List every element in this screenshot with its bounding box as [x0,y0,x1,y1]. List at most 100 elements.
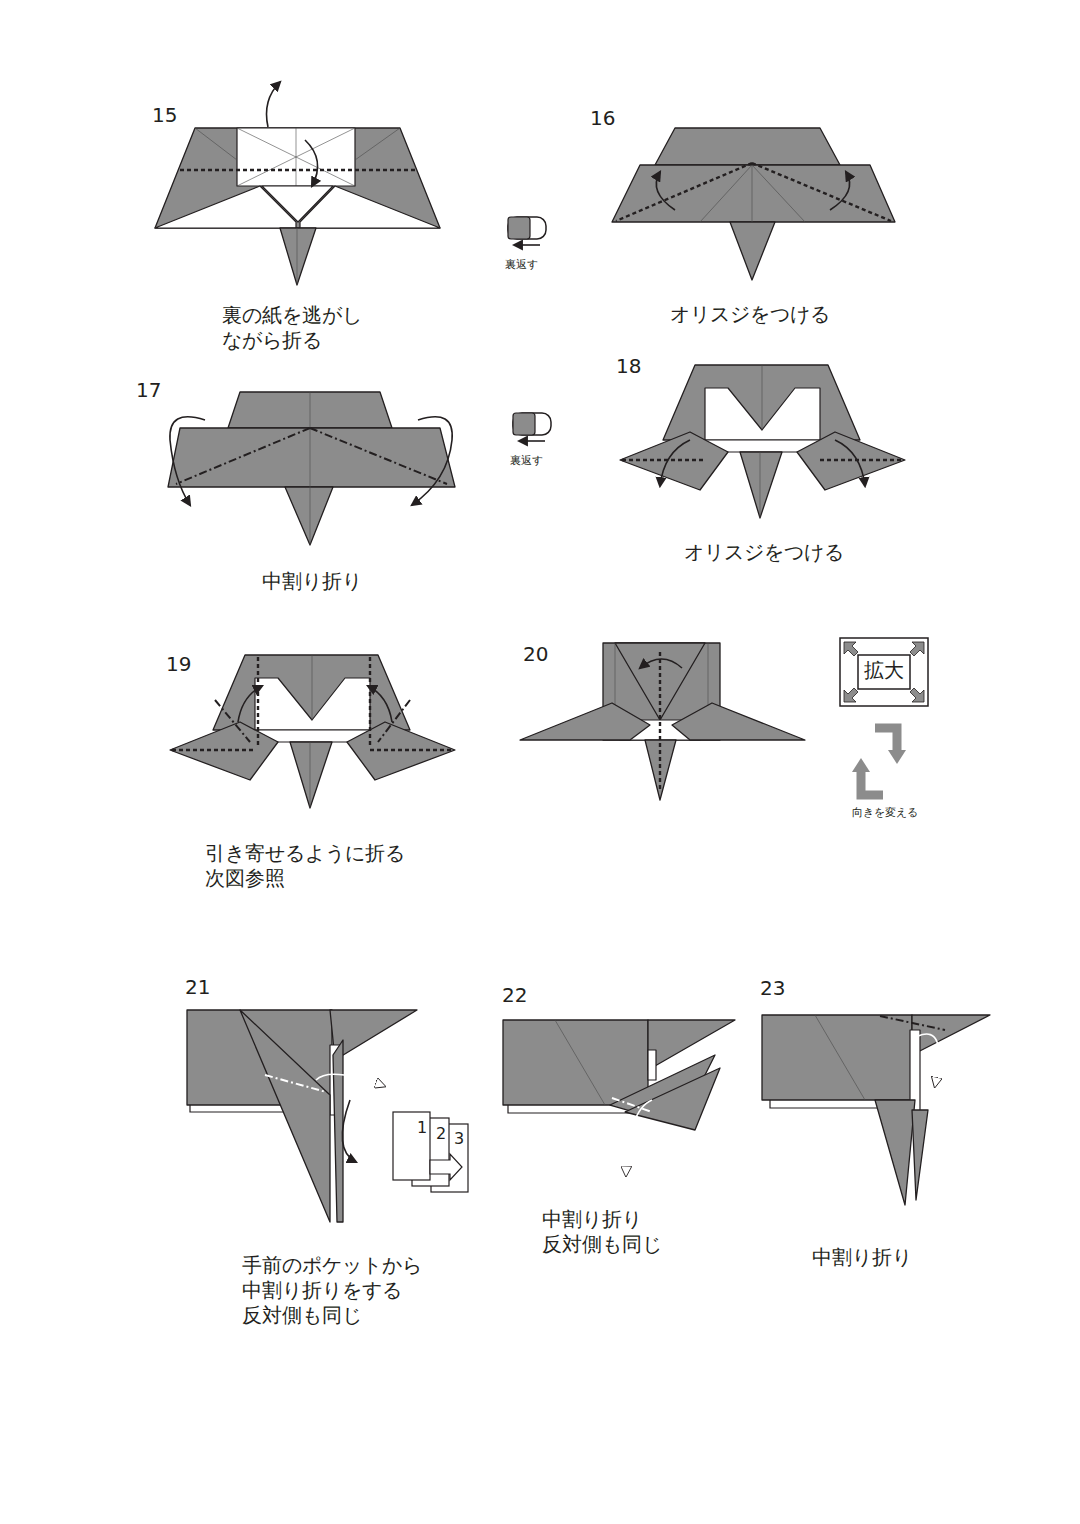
step-16-figure [612,128,895,280]
step-18-figure-part-part [762,365,763,430]
step-number: 21 [185,975,210,1000]
instruction-caption: 中割り折り [812,1245,912,1270]
instruction-caption: 中割り折り 反対側も同じ [542,1207,742,1257]
label-holder: 裏返す [510,454,543,468]
step-16-figure-part [830,172,850,210]
step-19-figure-part [238,686,262,722]
step-18-figure-part-part [740,452,782,518]
label-holder: 中割り折り 反対側も同じ [542,1207,742,1257]
label-holder: オリスジをつける [684,540,844,565]
step-20-figure-part [645,740,676,800]
step-21-figure-part [430,1154,462,1180]
step-16-figure-part [655,128,840,165]
flip-symbol-part [514,244,540,246]
step-18-figure-part-part [797,432,905,490]
label-holder: 19 [166,652,191,677]
step-23-figure-part [770,1100,877,1108]
step-21-figure [187,1010,468,1222]
step-18-figure-part-part [663,365,860,440]
step-15-figure-part [355,128,400,160]
label-holder: オリスジをつける [670,302,830,327]
label-holder: 18 [616,354,641,379]
label-holder: 23 [760,976,785,1001]
step-18-figure-part-part [622,459,705,461]
step-20-figure-part [640,659,682,668]
step-22-figure-part [612,1098,652,1112]
rotate-symbol-part [888,750,906,764]
step-15-figure-part [237,128,355,186]
step-17-figure-part [310,428,447,484]
label-holder: 21 [185,975,210,1000]
step-23-figure [762,1015,990,1205]
instruction-caption: 手前のポケットから 中割り折りをする 反対側も同じ [242,1253,452,1328]
step-16-figure-part [612,165,895,222]
step-23-figure-part [815,1015,865,1100]
step-22-figure-part [648,1050,656,1080]
rotate-symbol-part [852,758,870,772]
step-18-figure-part [835,440,865,486]
label-holder: 手前のポケットから 中割り折りをする 反対側も同じ [242,1253,452,1328]
step-19-figure [170,655,455,808]
label-holder: 裏の紙を逃がし ながら折る [222,303,432,353]
rotate-symbol-part [861,770,883,795]
step-15-figure-part [195,128,237,160]
step-17-figure-part [170,417,205,505]
step-number: 16 [590,106,615,131]
label-holder: 向きを変える [852,806,918,820]
symbol-caption: 拡大 [864,658,904,683]
instruction-caption: 裏の紙を逃がし ながら折る [222,303,432,353]
step-22-figure-part [503,1020,648,1105]
step-15-figure-part [237,128,355,186]
step-15-figure-part [267,82,281,127]
rotate-symbol-part [875,728,897,752]
step-20-figure [520,643,805,800]
step-21-figure-part [316,1074,384,1086]
step-16-figure-part [730,222,775,280]
instruction-caption: オリスジをつける [670,302,830,327]
step-21-figure-part [393,1112,430,1180]
flip-symbol [508,217,546,245]
step-21-figure-part [333,1040,343,1222]
step-21-figure-part [265,1075,326,1092]
step-16-figure-part [752,163,891,221]
step-15-figure-part [237,128,355,186]
step-18-figure-part-part [760,452,761,518]
label-holder: 2 [436,1124,446,1144]
label-holder: 20 [523,642,548,667]
step-23-figure-part [880,1016,945,1030]
step-18-figure-part-part [620,432,728,490]
sheet-number: 2 [436,1124,446,1144]
step-23-figure-part [762,1015,912,1100]
enlarge-symbol-part [910,688,924,702]
step-22-figure-part [625,1068,720,1130]
label-holder: 16 [590,106,615,131]
step-19-figure-part [369,657,371,745]
label-holder: 22 [502,983,527,1008]
flip-symbol-part [508,217,530,239]
step-16-figure-part [752,165,753,222]
enlarge-symbol-part [844,688,858,702]
step-number: 20 [523,642,548,667]
flip-symbol-part [519,440,545,442]
step-17-figure-part [412,417,452,505]
step-22-figure [503,1020,735,1175]
step-15-figure-part [305,140,318,186]
step-17-figure-part [285,487,333,545]
enlarge-symbol [840,638,928,706]
step-16-figure-part [656,172,675,210]
symbol-caption: 裏返す [510,454,543,468]
flip-symbol-part [513,413,535,435]
step-19-figure-part [215,700,250,742]
step-19-figure-part [368,686,392,722]
step-18-figure-part [660,440,690,486]
label-holder: 3 [454,1129,464,1149]
step-20-figure-part [520,703,650,740]
step-19-figure-part [170,655,455,808]
label-holder: 中割り折り [812,1245,912,1270]
step-21-figure-part [342,1100,356,1162]
sheet-number: 3 [454,1129,464,1149]
label-holder: 中割り折り [262,569,362,594]
